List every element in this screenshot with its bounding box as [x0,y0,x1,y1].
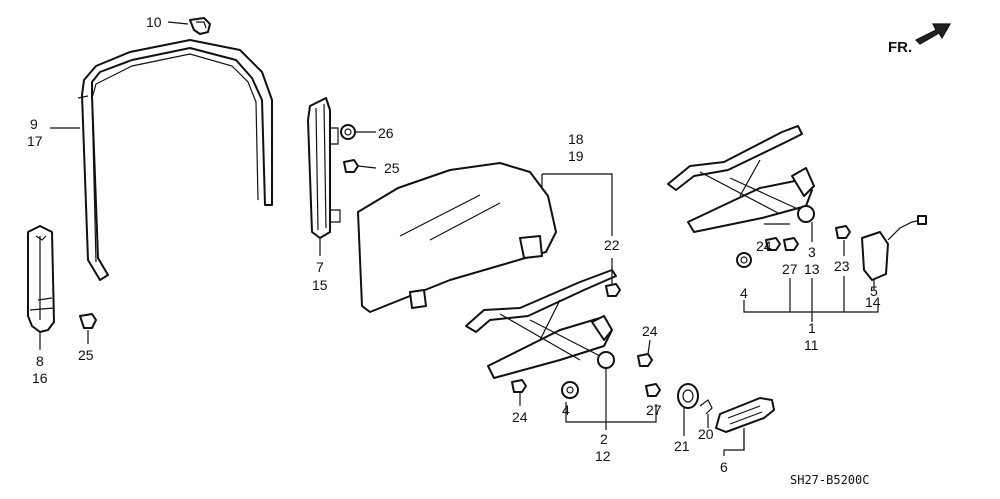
callout-1: 1 [808,320,816,336]
washer-part-21 [677,383,699,409]
motor-part-5 [861,215,927,281]
callout-15: 15 [312,277,328,293]
window-regulator-part-2 [465,269,617,379]
bolt-part-24-right [765,237,781,251]
callout-24-right: 24 [756,238,772,254]
callout-27-right: 27 [782,261,798,277]
callout-26: 26 [378,125,394,141]
callout-5: 5 [870,283,878,299]
bolt-part-25-lower [79,313,97,329]
callout-7: 7 [316,259,324,275]
callout-16: 16 [32,370,48,386]
callout-20: 20 [698,426,714,442]
callout-13: 13 [804,261,820,277]
callout-6: 6 [720,459,728,475]
spacer-part-4-left [561,381,579,399]
callout-11: 11 [804,337,819,353]
callout-18: 18 [568,131,584,147]
callout-14: 14 [865,294,881,310]
window-regulator-part-1 [667,125,815,233]
door-weatherstrip-part-9 [77,39,273,281]
bolt-part-24-left-upper [637,353,653,367]
diagram-code: SH27-B5200C [790,473,869,487]
callout-24-left-lower: 24 [512,409,528,425]
callout-21: 21 [674,438,690,454]
callout-27-left: 27 [646,402,662,418]
callout-10: 10 [146,14,162,30]
nut-part-26 [340,124,356,140]
callout-22: 22 [604,237,620,253]
bolt-part-27-left [645,383,661,397]
callout-24-left-upper: 24 [642,323,658,339]
callout-8: 8 [36,353,44,369]
bolt-part-24-left-lower [511,379,527,393]
callout-17: 17 [27,133,43,149]
molding-part-8 [27,225,55,333]
callout-25-upper: 25 [384,160,400,176]
regulator-handle-part-6 [715,397,775,433]
direction-label: FR. [888,39,912,56]
clip-part-10 [189,17,211,35]
spacer-part-4-right [736,252,752,268]
callout-25-lower: 25 [78,347,94,363]
callout-2: 2 [600,431,608,447]
door-glass-part-18 [357,162,557,313]
callout-12: 12 [595,448,611,464]
front-direction-indicator: FR. [888,23,952,56]
callout-4-right: 4 [740,285,748,301]
bolt-part-25-upper [343,159,359,173]
callout-23: 23 [834,258,850,274]
front-arrow-icon [914,23,952,45]
callout-3: 3 [808,244,816,260]
callout-4-left: 4 [562,402,570,418]
bolt-part-27-right [783,237,799,251]
bolt-part-22 [605,283,621,297]
callout-9: 9 [30,116,38,132]
bolt-part-23 [835,225,851,239]
callout-19: 19 [568,148,584,164]
callout-labels: 10 9 17 8 16 25 26 25 7 15 18 19 22 24 2… [27,14,881,475]
clip-part-20 [699,399,713,415]
leader-lines [39,21,879,456]
sash-channel-part-7 [307,97,341,239]
